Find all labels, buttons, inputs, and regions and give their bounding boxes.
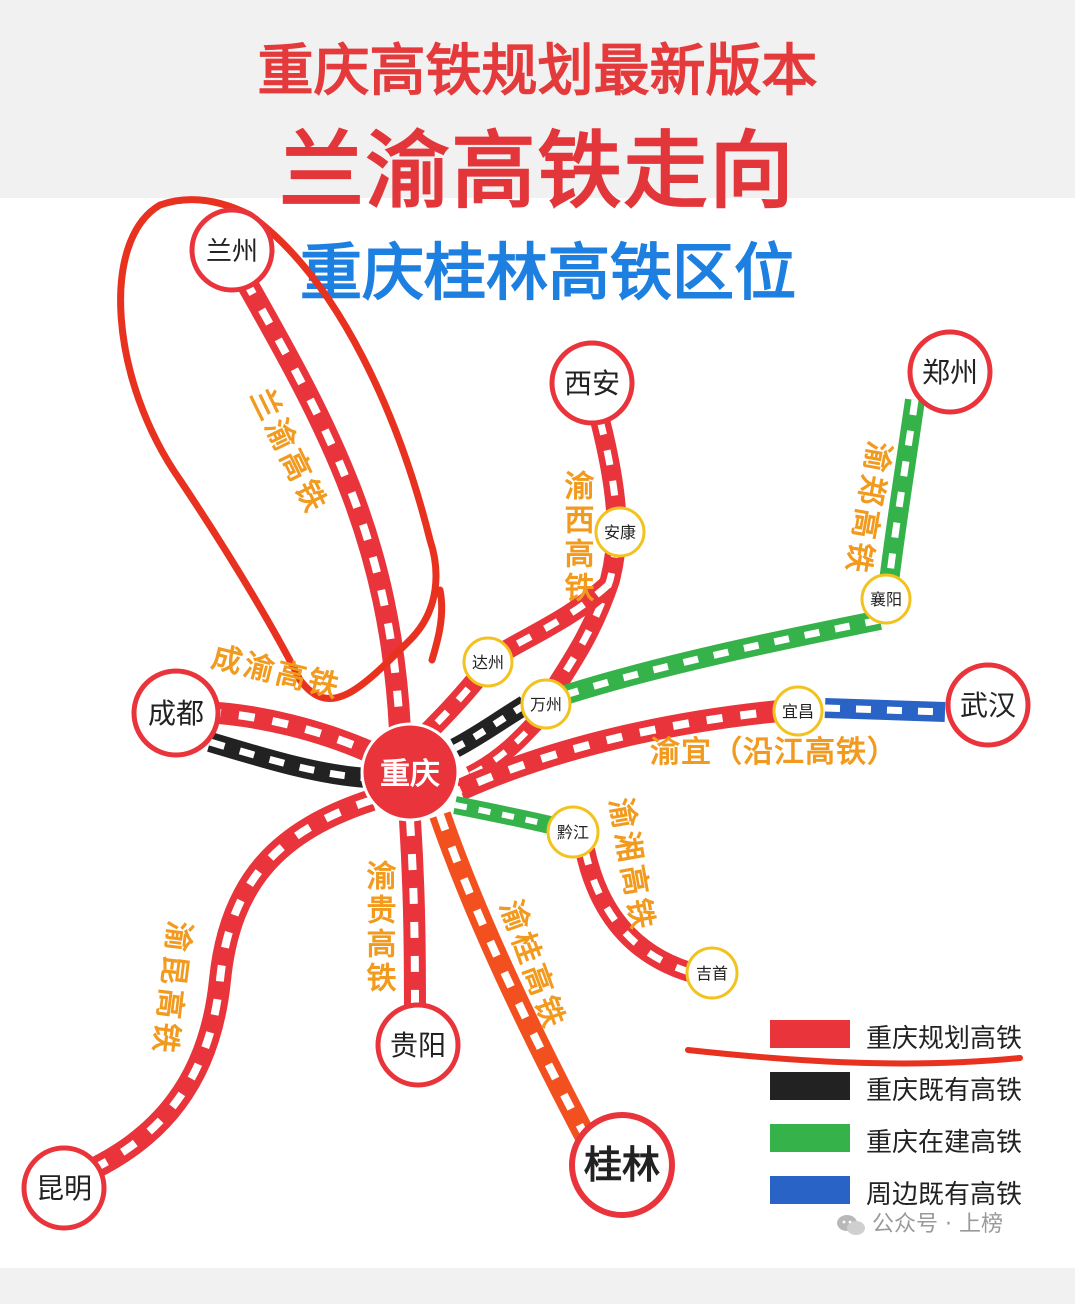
- city-label-guilin: 桂林: [584, 1143, 660, 1187]
- city-marker-kunming: [21, 1145, 107, 1231]
- station-marker-ankang: [594, 506, 646, 558]
- legend-swatch-planned: [770, 1020, 850, 1048]
- city-marker-guilin: [569, 1112, 675, 1218]
- city-marker-wuhan: [945, 662, 1031, 748]
- city-label-chengdu: 成都: [148, 697, 204, 730]
- station-label-yichang: 宜昌: [782, 702, 814, 721]
- legend-swatch-nearby: [770, 1176, 850, 1204]
- city-label-lanzhou: 兰州: [206, 237, 258, 267]
- station-label-wanzhou: 万州: [530, 695, 562, 714]
- station-marker-xiangyang: [860, 573, 912, 625]
- city-label-guiyang: 贵阳: [390, 1029, 446, 1062]
- city-label-zhengzhou: 郑州: [922, 356, 978, 389]
- hub-chongqing: [360, 722, 460, 822]
- line-label-chengyu: 成渝高铁: [208, 640, 345, 706]
- legend-underline: [685, 1047, 1023, 1067]
- watermark: 公众号 · 上榜: [836, 1206, 1003, 1238]
- title-line-1: 重庆高铁规划最新版本: [257, 39, 818, 104]
- city-marker-lanzhou: [189, 207, 275, 293]
- highlight-loop: [117, 196, 446, 702]
- station-label-ankang: 安康: [604, 523, 636, 542]
- line-label-yuyi: 渝宜（沿江高铁）: [650, 735, 898, 770]
- legend-swatch-construction: [770, 1124, 850, 1152]
- legend-label-nearby: 周边既有高铁: [866, 1180, 1023, 1210]
- station-marker-yichang: [772, 685, 824, 737]
- station-marker-dazhou: [462, 636, 514, 688]
- city-marker-chengdu: [131, 668, 221, 758]
- station-label-xiangyang: 襄阳: [870, 590, 902, 609]
- city-marker-guiyang: [375, 1002, 461, 1088]
- line-label-yugui: 渝贵高铁: [361, 859, 397, 996]
- station-label-dazhou: 达州: [472, 653, 504, 672]
- station-marker-wanzhou: [520, 678, 572, 730]
- hub-label-chongqing: 重庆: [380, 757, 440, 792]
- legend-label-construction: 重庆在建高铁: [866, 1128, 1023, 1158]
- title-line-2: 兰渝高铁走向: [279, 122, 796, 220]
- city-marker-xian: [549, 340, 635, 426]
- footer-band: [0, 1268, 1075, 1304]
- station-marker-qianjiang: [546, 805, 600, 859]
- city-label-kunming: 昆明: [36, 1172, 92, 1205]
- station-label-jishou: 吉首: [696, 964, 728, 983]
- city-markers: [21, 207, 1031, 1231]
- legend-swatch-existing: [770, 1072, 850, 1100]
- city-label-xian: 西安: [564, 367, 620, 400]
- line-label-yukun: 渝昆高铁: [145, 919, 196, 1058]
- line-label-yuxi: 渝西高铁: [559, 469, 595, 606]
- watermark-text: 公众号 · 上榜: [872, 1212, 1003, 1237]
- city-marker-zhengzhou: [907, 329, 993, 415]
- line-yukun: [75, 789, 376, 1186]
- legend-label-existing: 重庆既有高铁: [866, 1076, 1023, 1106]
- title-line-3: 重庆桂林高铁区位: [300, 236, 797, 309]
- wechat-icon: [837, 1215, 865, 1235]
- station-label-qianjiang: 黔江: [557, 823, 589, 842]
- legend-label-planned: 重庆规划高铁: [866, 1024, 1023, 1054]
- station-marker-jishou: [685, 946, 739, 1000]
- city-label-wuhan: 武汉: [960, 689, 1016, 722]
- header-band: [0, 0, 1075, 198]
